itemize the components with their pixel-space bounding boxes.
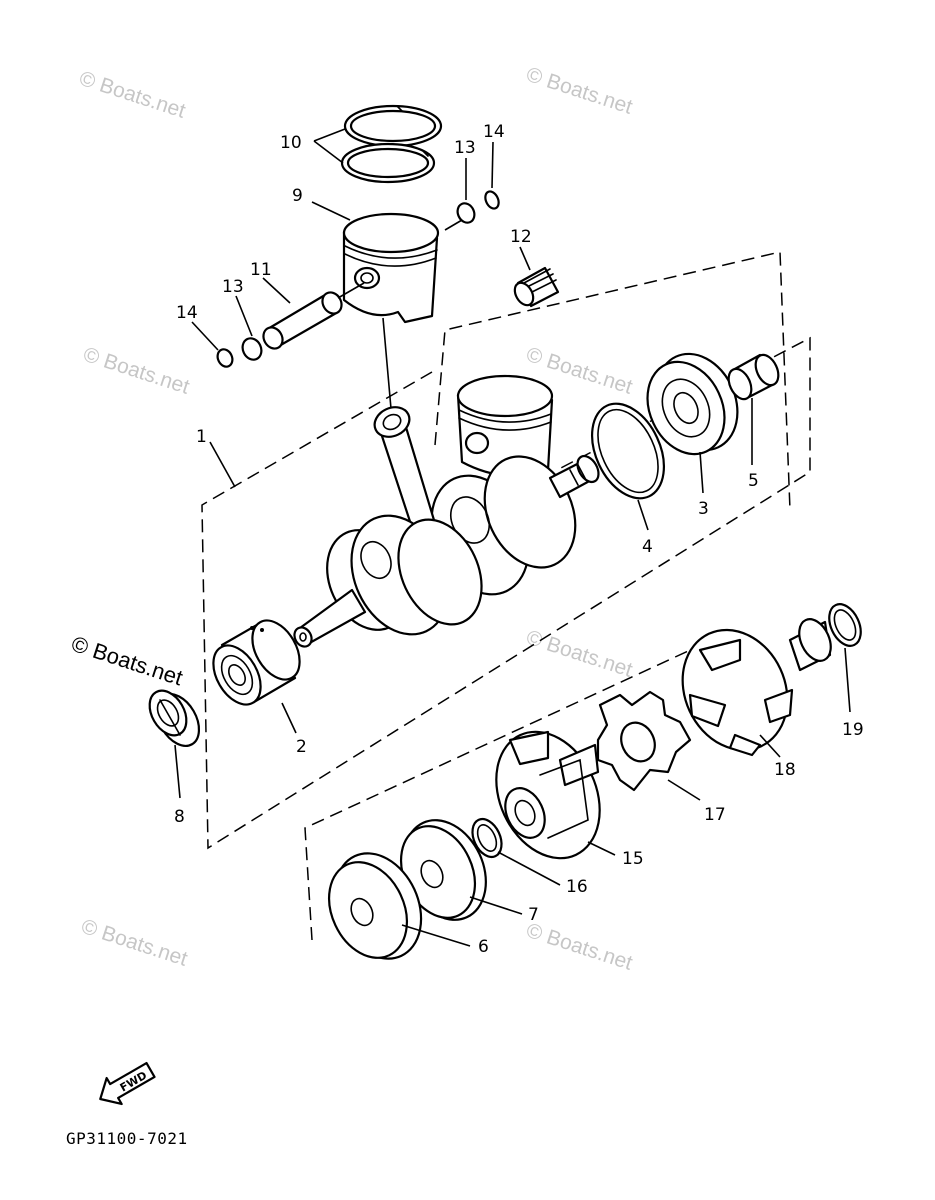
callout-7: 7 [528, 905, 539, 925]
watermark: © Boats.net [78, 915, 190, 971]
piston [342, 212, 440, 324]
callout-16: 16 [566, 877, 588, 897]
callout-9: 9 [292, 186, 303, 206]
callout-1: 1 [196, 427, 207, 447]
watermark: © Boats.net [523, 63, 635, 119]
callout-19: 19 [842, 720, 864, 740]
shim-washer [828, 603, 862, 647]
watermark: © Boats.net [80, 343, 192, 399]
callout-8: 8 [174, 807, 185, 827]
fwd-arrow-icon: FWD [99, 1061, 156, 1106]
watermark: © Boats.net [68, 631, 185, 690]
needle-bearing [513, 266, 560, 308]
callout-14: 14 [483, 122, 505, 142]
callout-12: 12 [510, 227, 532, 247]
watermark: © Boats.net [523, 919, 635, 975]
callout-5: 5 [748, 471, 759, 491]
crankshaft-top-outline [434, 251, 791, 511]
callout-13: 13 [454, 138, 476, 158]
bushing [727, 353, 780, 401]
callout-13: 13 [222, 277, 244, 297]
diagram-code: GP31100-7021 [66, 1129, 188, 1148]
callout-10: 10 [280, 133, 302, 153]
callout-3: 3 [698, 499, 709, 519]
bearing [646, 352, 739, 456]
rubber-damper [596, 690, 692, 792]
flywheel-coupling [495, 730, 601, 860]
callout-4: 4 [642, 537, 653, 557]
callout-11: 11 [250, 260, 272, 280]
callout-2: 2 [296, 737, 307, 757]
washer [456, 202, 476, 224]
coupling-hub [681, 618, 832, 757]
spacer-disc [400, 819, 487, 921]
callout-15: 15 [622, 849, 644, 869]
watermark: © Boats.net [76, 67, 188, 123]
clip [216, 348, 234, 368]
callout-18: 18 [774, 760, 796, 780]
watermark: © Boats.net [523, 626, 635, 682]
o-ring [471, 817, 503, 859]
disc-pulley [328, 852, 423, 960]
callout-14: 14 [176, 303, 198, 323]
piston-pin [262, 291, 343, 350]
washer [241, 337, 263, 361]
circlip [591, 402, 665, 500]
callout-6: 6 [478, 937, 489, 957]
oil-seal [148, 689, 201, 747]
crankshaft [293, 374, 600, 648]
clip [484, 190, 500, 210]
callout-17: 17 [704, 805, 726, 825]
flywheel-parts-outline [304, 639, 713, 941]
piston-rings [340, 104, 443, 184]
main-bearing [212, 619, 301, 706]
